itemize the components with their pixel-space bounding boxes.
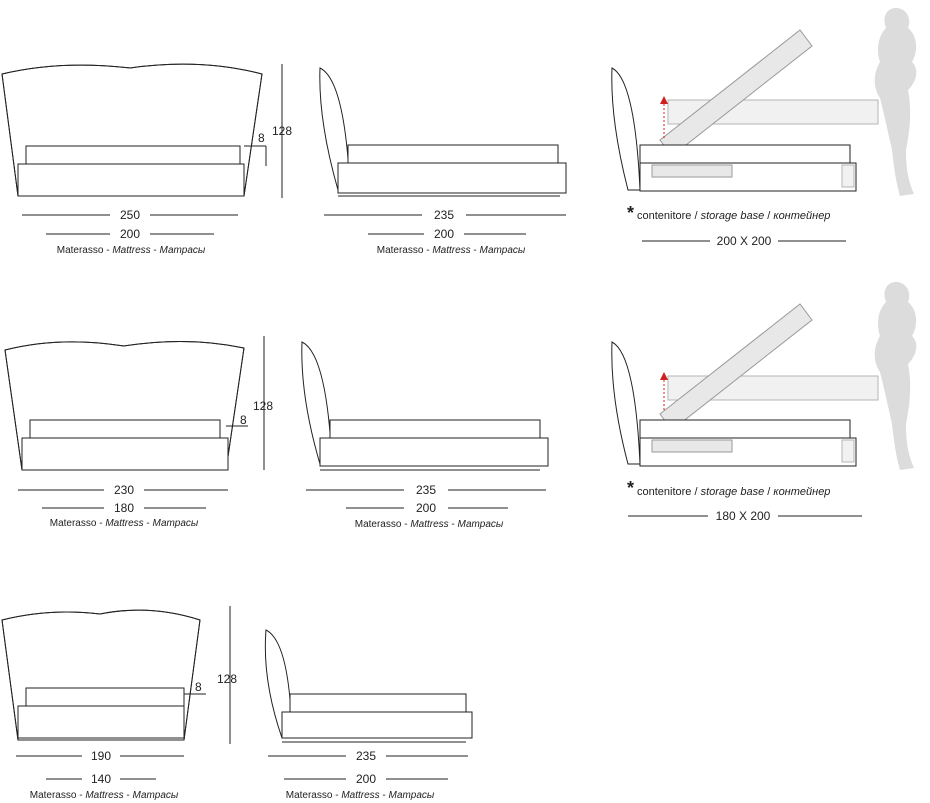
mattress <box>25 145 241 167</box>
row2-storage-asterisk: * <box>627 478 634 498</box>
row3-side-length: 235 <box>356 749 376 763</box>
bed-base <box>17 163 245 197</box>
row3-front-caption: Materasso - Mattress - Матрасы <box>30 790 179 801</box>
row1-storage-caption: contenitore / storage base / контейнер <box>637 210 830 222</box>
row2-front-height: 128 <box>253 399 273 413</box>
row2-storage-size: 180 X 200 <box>716 509 771 523</box>
row1-front-view <box>1 63 283 235</box>
row3-front-mattress: 140 <box>91 772 111 786</box>
row2-side-caption: Materasso - Mattress - Матрасы <box>355 519 504 530</box>
row1-front-height: 128 <box>272 124 292 138</box>
row1-front-caption: Materasso - Mattress - Матрасы <box>57 245 206 256</box>
row2-side-view <box>301 341 549 509</box>
row2-front-gap: 8 <box>240 413 247 427</box>
row1-storage-size: 200 X 200 <box>717 234 772 248</box>
row3-front-width: 190 <box>91 749 111 763</box>
row1-side-caption: Materasso - Mattress - Матрасы <box>377 245 526 256</box>
person-silhouette-icon <box>874 8 917 196</box>
row1-front-width: 250 <box>120 208 140 222</box>
row3-side-mattress: 200 <box>356 772 376 786</box>
row3-front-height: 128 <box>217 672 237 686</box>
row3-front-view <box>1 606 231 780</box>
person-silhouette-icon <box>874 282 917 470</box>
row2-front-width: 230 <box>114 483 134 497</box>
row2-storage-view <box>611 303 879 467</box>
row2-front-caption: Materasso - Mattress - Матрасы <box>50 518 199 529</box>
row1-front-mattress: 200 <box>120 227 140 241</box>
row2-front-mattress: 180 <box>114 501 134 515</box>
row2-side-length: 235 <box>416 483 436 497</box>
row2-side-mattress: 200 <box>416 501 436 515</box>
row3-side-view <box>264 629 473 780</box>
row1-storage-view <box>611 29 879 192</box>
row2-front-view <box>4 336 265 509</box>
row1-storage-asterisk: * <box>627 203 634 223</box>
row1-side-mattress: 200 <box>434 227 454 241</box>
row3-side-caption: Materasso - Mattress - Матрасы <box>286 790 435 801</box>
row1-side-view <box>319 67 567 235</box>
row1-side-length: 235 <box>434 208 454 222</box>
row3-front-gap: 8 <box>195 680 202 694</box>
row2-storage-caption: contenitore / storage base / контейнер <box>637 486 830 498</box>
row1-front-gap: 8 <box>258 131 265 145</box>
